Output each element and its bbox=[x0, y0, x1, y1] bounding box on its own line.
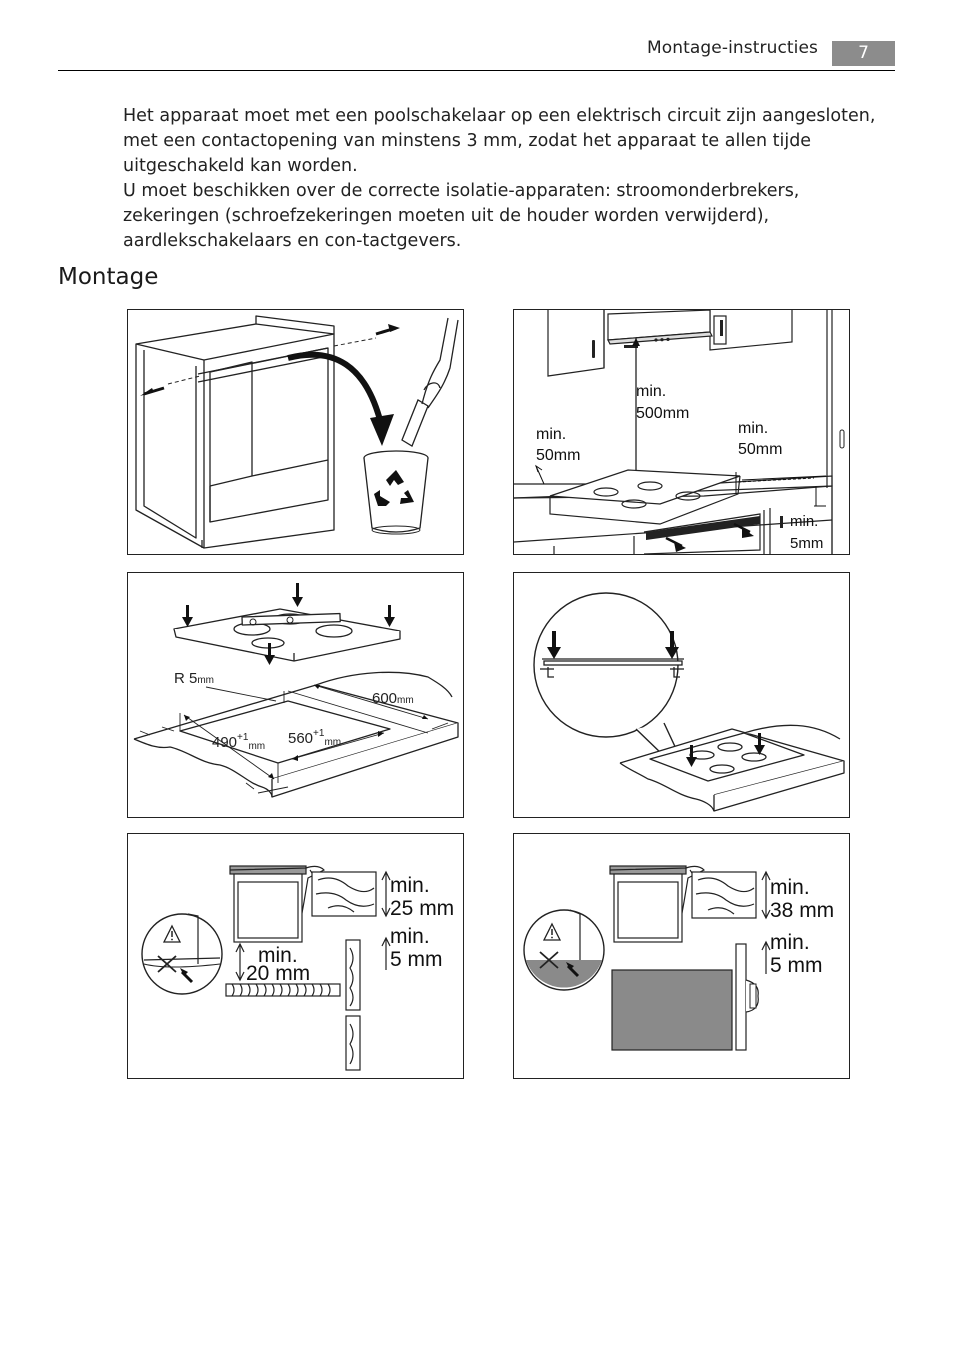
label-min-5: min. bbox=[390, 925, 430, 948]
paragraph-isolation-devices: U moet beschikken over de correcte isola… bbox=[123, 181, 800, 251]
label-5mm: 5 mm bbox=[390, 948, 443, 971]
label-min-5: min. bbox=[790, 513, 818, 530]
label-min-50-left: min. bbox=[536, 426, 566, 443]
label-depth-490: 490+1mm bbox=[212, 732, 265, 752]
figure-cutout-dimensions: R 5mm 600mm 490+1mm 560+1mm bbox=[127, 572, 464, 818]
page-number: 7 bbox=[832, 41, 895, 66]
warning-inset bbox=[141, 913, 223, 995]
cross-icon bbox=[539, 951, 559, 969]
warning-triangle-icon bbox=[162, 924, 182, 943]
label-20mm: 20 mm bbox=[246, 962, 310, 985]
header-rule bbox=[58, 70, 895, 71]
arrow-icon bbox=[180, 968, 194, 984]
label-min-38: min. bbox=[770, 876, 810, 899]
label-min-25: min. bbox=[390, 874, 430, 897]
label-25mm: 25 mm bbox=[390, 897, 454, 920]
figure-install-hob bbox=[513, 572, 850, 818]
label-5mm: 5mm bbox=[790, 535, 823, 552]
label-min-500: min. bbox=[636, 383, 666, 400]
warning-triangle-icon bbox=[542, 922, 562, 941]
label-min-50-right: min. bbox=[738, 420, 768, 437]
cross-icon bbox=[157, 955, 177, 973]
figure-clearances: min. 500mm min. 50mm min. 50mm min. 5mm bbox=[513, 309, 850, 555]
label-min-20: min. bbox=[258, 944, 298, 967]
figure-remove-rail bbox=[127, 309, 464, 555]
label-38mm: 38 mm bbox=[770, 899, 834, 922]
label-width-560: 560+1mm bbox=[288, 728, 341, 748]
label-min-5-oven: min. bbox=[770, 931, 810, 954]
label-50mm-left: 50mm bbox=[536, 447, 580, 464]
arrow-icon bbox=[566, 962, 580, 978]
running-header-title: Montage-instructies bbox=[646, 38, 818, 58]
warning-inset-oven bbox=[523, 909, 605, 991]
figure-oven-clearance: min. 38 mm min. 5 mm bbox=[513, 833, 850, 1079]
recycle-bin-icon bbox=[363, 450, 429, 535]
label-50mm-right: 50mm bbox=[738, 441, 782, 458]
figure-drawer-clearance: min. 25 mm min. 5 mm min. 20 mm bbox=[127, 833, 464, 1079]
label-radius: R 5mm bbox=[174, 670, 214, 687]
label-5mm-oven: 5 mm bbox=[770, 954, 823, 977]
label-worktop-600: 600mm bbox=[372, 690, 414, 707]
section-title: Montage bbox=[58, 264, 159, 290]
body-text: Het apparaat moet met een poolschakelaar… bbox=[123, 104, 901, 254]
paragraph-pole-switch: Het apparaat moet met een poolschakelaar… bbox=[123, 106, 876, 176]
label-500mm: 500mm bbox=[636, 405, 689, 422]
